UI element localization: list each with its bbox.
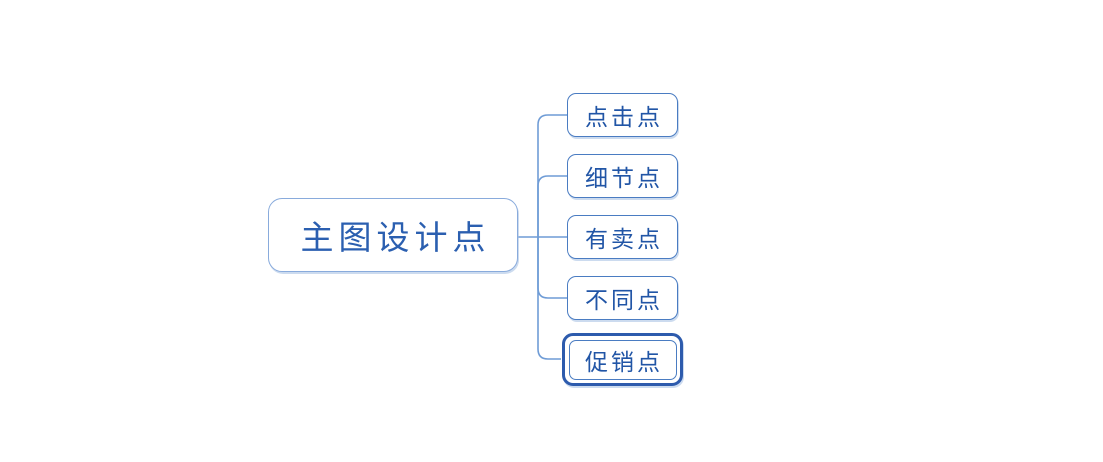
connector-to-child-2 [537, 175, 567, 237]
connector-to-child-1 [537, 114, 567, 237]
child-node-5[interactable]: 促销点 [568, 339, 677, 380]
root-node[interactable]: 主图设计点 [268, 198, 518, 272]
child-node-3[interactable]: 有卖点 [567, 215, 678, 259]
child-node-1-label: 点击点 [585, 105, 663, 130]
connector-to-child-4 [537, 237, 567, 299]
connector-to-child-5 [537, 237, 561, 360]
child-node-4[interactable]: 不同点 [567, 276, 678, 320]
child-node-4-label: 不同点 [585, 288, 663, 313]
child-node-2-label: 细节点 [585, 166, 663, 191]
child-node-2[interactable]: 细节点 [567, 154, 678, 198]
selected-node-ring: 促销点 [562, 333, 683, 386]
child-node-5-label: 促销点 [585, 349, 663, 375]
child-node-3-label: 有卖点 [585, 227, 663, 252]
child-node-1[interactable]: 点击点 [567, 93, 678, 137]
root-node-label: 主图设计点 [300, 221, 491, 257]
